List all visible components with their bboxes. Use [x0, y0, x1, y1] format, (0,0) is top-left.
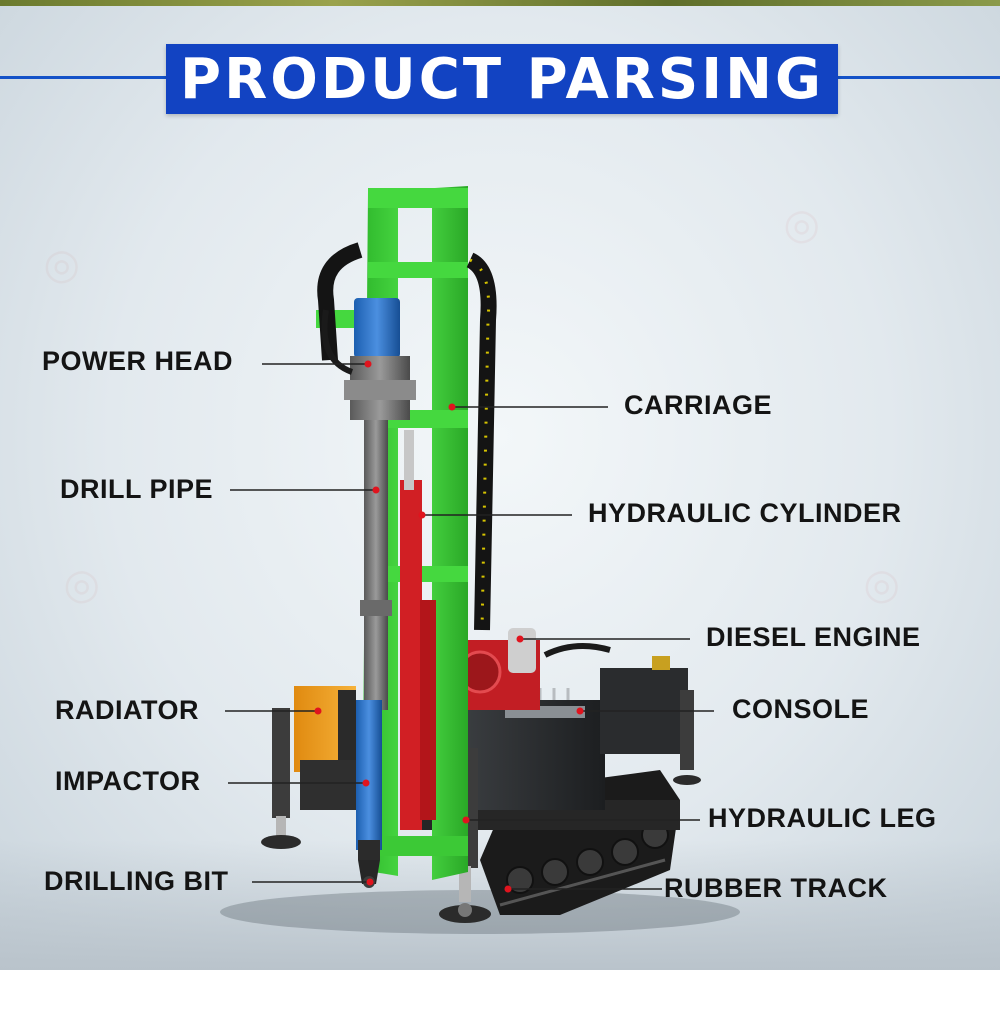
label-power-head: POWER HEAD: [42, 346, 234, 376]
label-drill-pipe: DRILL PIPE: [60, 474, 214, 504]
page-title: PRODUCT PARSING: [180, 46, 824, 112]
title-rule-left: [0, 76, 168, 79]
label-radiator: RADIATOR: [55, 695, 199, 725]
label-diesel-engine: DIESEL ENGINE: [706, 622, 921, 652]
left-hydraulic-leg-shape: [261, 708, 301, 849]
radiator-shape: [294, 686, 356, 810]
bottom-strip: [0, 970, 1000, 1018]
cable-drag-chain-shape: [317, 242, 497, 631]
label-carriage: CARRIAGE: [624, 390, 773, 420]
drill-pipe-shape: [360, 420, 392, 710]
label-drilling-bit: DRILLING BIT: [44, 866, 229, 896]
label-console: CONSOLE: [732, 694, 870, 724]
label-hydraulic-leg: HYDRAULIC LEG: [708, 803, 937, 833]
top-band: [0, 0, 1000, 6]
title-rule-right: [836, 76, 1000, 79]
power-head-shape: [321, 298, 416, 420]
label-hydraulic-cylinder: HYDRAULIC CYLINDER: [588, 498, 902, 528]
label-impactor: IMPACTOR: [55, 766, 201, 796]
label-rubber-track: RUBBER TRACK: [664, 873, 888, 903]
drilling-bit-shape: [358, 860, 380, 888]
rear-hydraulic-leg-shape: [673, 690, 701, 785]
impactor-shape: [356, 700, 382, 860]
title-banner: PRODUCT PARSING: [166, 44, 838, 114]
hydraulic-cylinder-shape: [400, 430, 436, 830]
